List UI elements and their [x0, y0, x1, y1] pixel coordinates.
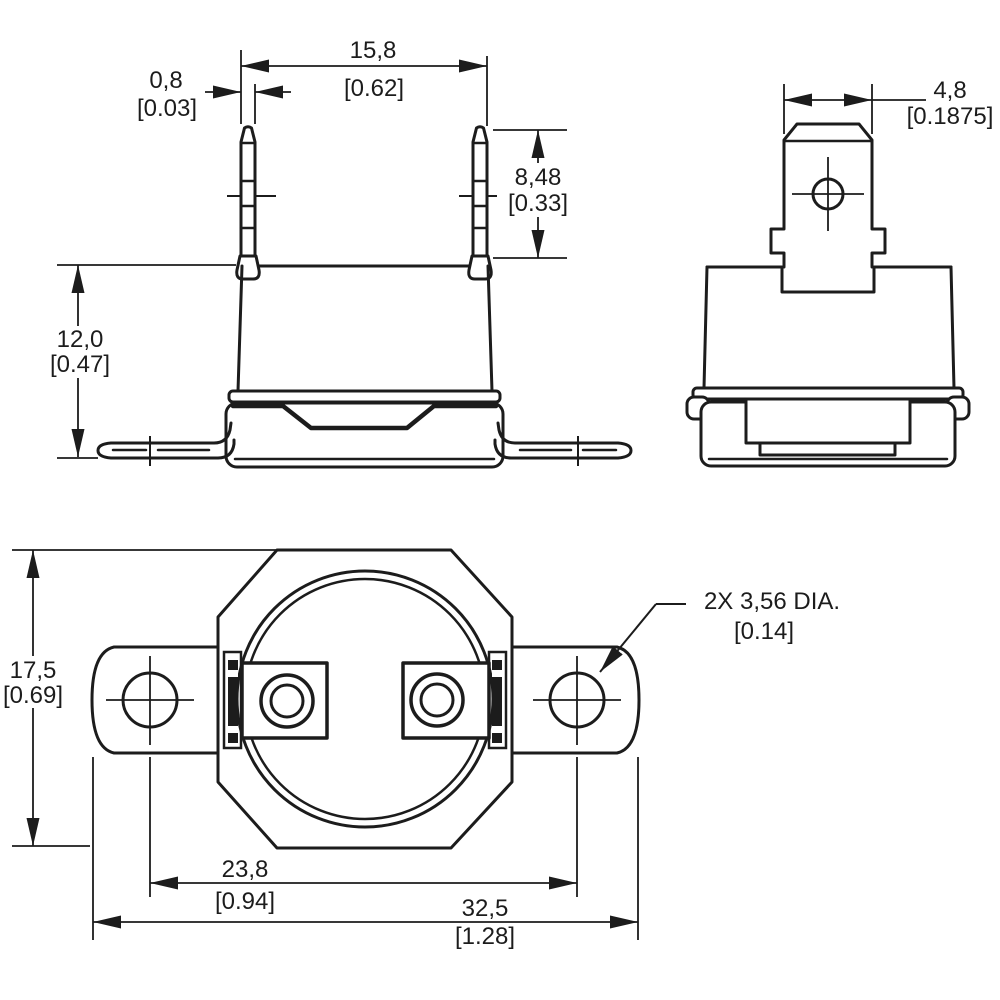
mounting-ear-left — [90, 645, 220, 755]
dim-terminal-width: 4,8 [0.1875] — [783, 77, 994, 134]
dim-terminal-span-inch: [0.62] — [344, 75, 404, 102]
note-mounting-holes: 2X 3,56 DIA. [0.14] — [599, 588, 840, 673]
rivet-inner — [419, 682, 455, 718]
dim-terminal-width-mm: 4,8 — [933, 77, 966, 104]
blade-terminal-side — [769, 122, 887, 269]
mounting-bracket — [224, 401, 505, 469]
dim-terminal-height-inch: [0.33] — [508, 190, 568, 217]
dim-terminal-height: 8,48 [0.33] — [493, 129, 579, 259]
blade-terminal-left — [235, 125, 261, 281]
dim-terminal-height-mm: 8,48 — [515, 164, 562, 191]
dim-hole-spacing: 23,8 [0.94] — [149, 757, 578, 915]
blade-foot — [467, 254, 493, 281]
flange-lip — [691, 386, 965, 401]
dim-body-width-mm: 17,5 — [10, 657, 57, 684]
rivet-outer — [409, 672, 465, 728]
insulator-plate — [744, 397, 912, 445]
dim-body-height-mm: 12,0 — [57, 326, 104, 353]
body-left-side — [236, 264, 244, 393]
terminal-base-left — [240, 661, 329, 740]
mounting-ear-right — [493, 421, 633, 466]
blade-foot — [235, 254, 261, 281]
dim-terminal-span: 15,8 [0.62] — [240, 37, 488, 126]
dim-hole-spacing-inch: [0.94] — [215, 888, 275, 915]
bracket-fold-notch — [230, 403, 499, 431]
bottom-view: 17,5 [0.69] 23,8 [0.94] 32,5 [1.28] 2X 3… — [2, 548, 840, 950]
body-top-edge — [705, 265, 953, 294]
dim-terminal-width-inch: [0.1875] — [907, 103, 994, 130]
dim-body-height-inch: [0.47] — [50, 351, 110, 378]
dim-body-width: 17,5 [0.69] — [2, 549, 277, 847]
dim-terminal-thickness: 0,8 [0.03] — [137, 67, 291, 124]
mounting-ear-right — [511, 645, 641, 755]
dim-body-width-inch: [0.69] — [3, 682, 63, 709]
leader-arrow — [599, 603, 657, 673]
front-view: 15,8 [0.62] 0,8 [0.03] 8,48 [0.33] 12,0 — [46, 37, 633, 469]
body-right-side — [486, 264, 494, 393]
side-view: 4,8 [0.1875] — [685, 77, 994, 468]
insulator-step — [758, 441, 897, 457]
body-right-side — [949, 265, 956, 390]
dim-overall-width-mm: 32,5 — [462, 895, 509, 922]
terminal-base-right — [401, 661, 491, 740]
dim-terminal-span-mm: 15,8 — [350, 37, 397, 64]
rivet-inner — [269, 683, 305, 719]
dim-overall-width-inch: [1.28] — [455, 923, 515, 950]
dim-terminal-thickness-mm: 0,8 — [149, 67, 182, 94]
note-mounting-holes-mm: 2X 3,56 DIA. — [704, 588, 840, 615]
blade-terminal-right — [467, 125, 493, 281]
rivet-outer — [259, 673, 315, 729]
dim-terminal-thickness-inch: [0.03] — [137, 95, 197, 122]
mounting-ear-left — [96, 421, 236, 466]
flange-lip — [227, 389, 502, 404]
body-left-side — [702, 265, 709, 390]
dim-body-height: 12,0 [0.47] — [46, 264, 236, 459]
dim-hole-spacing-mm: 23,8 — [222, 856, 269, 883]
dim-overall-width: 32,5 [1.28] — [92, 757, 639, 950]
note-mounting-holes-inch: [0.14] — [734, 618, 794, 645]
